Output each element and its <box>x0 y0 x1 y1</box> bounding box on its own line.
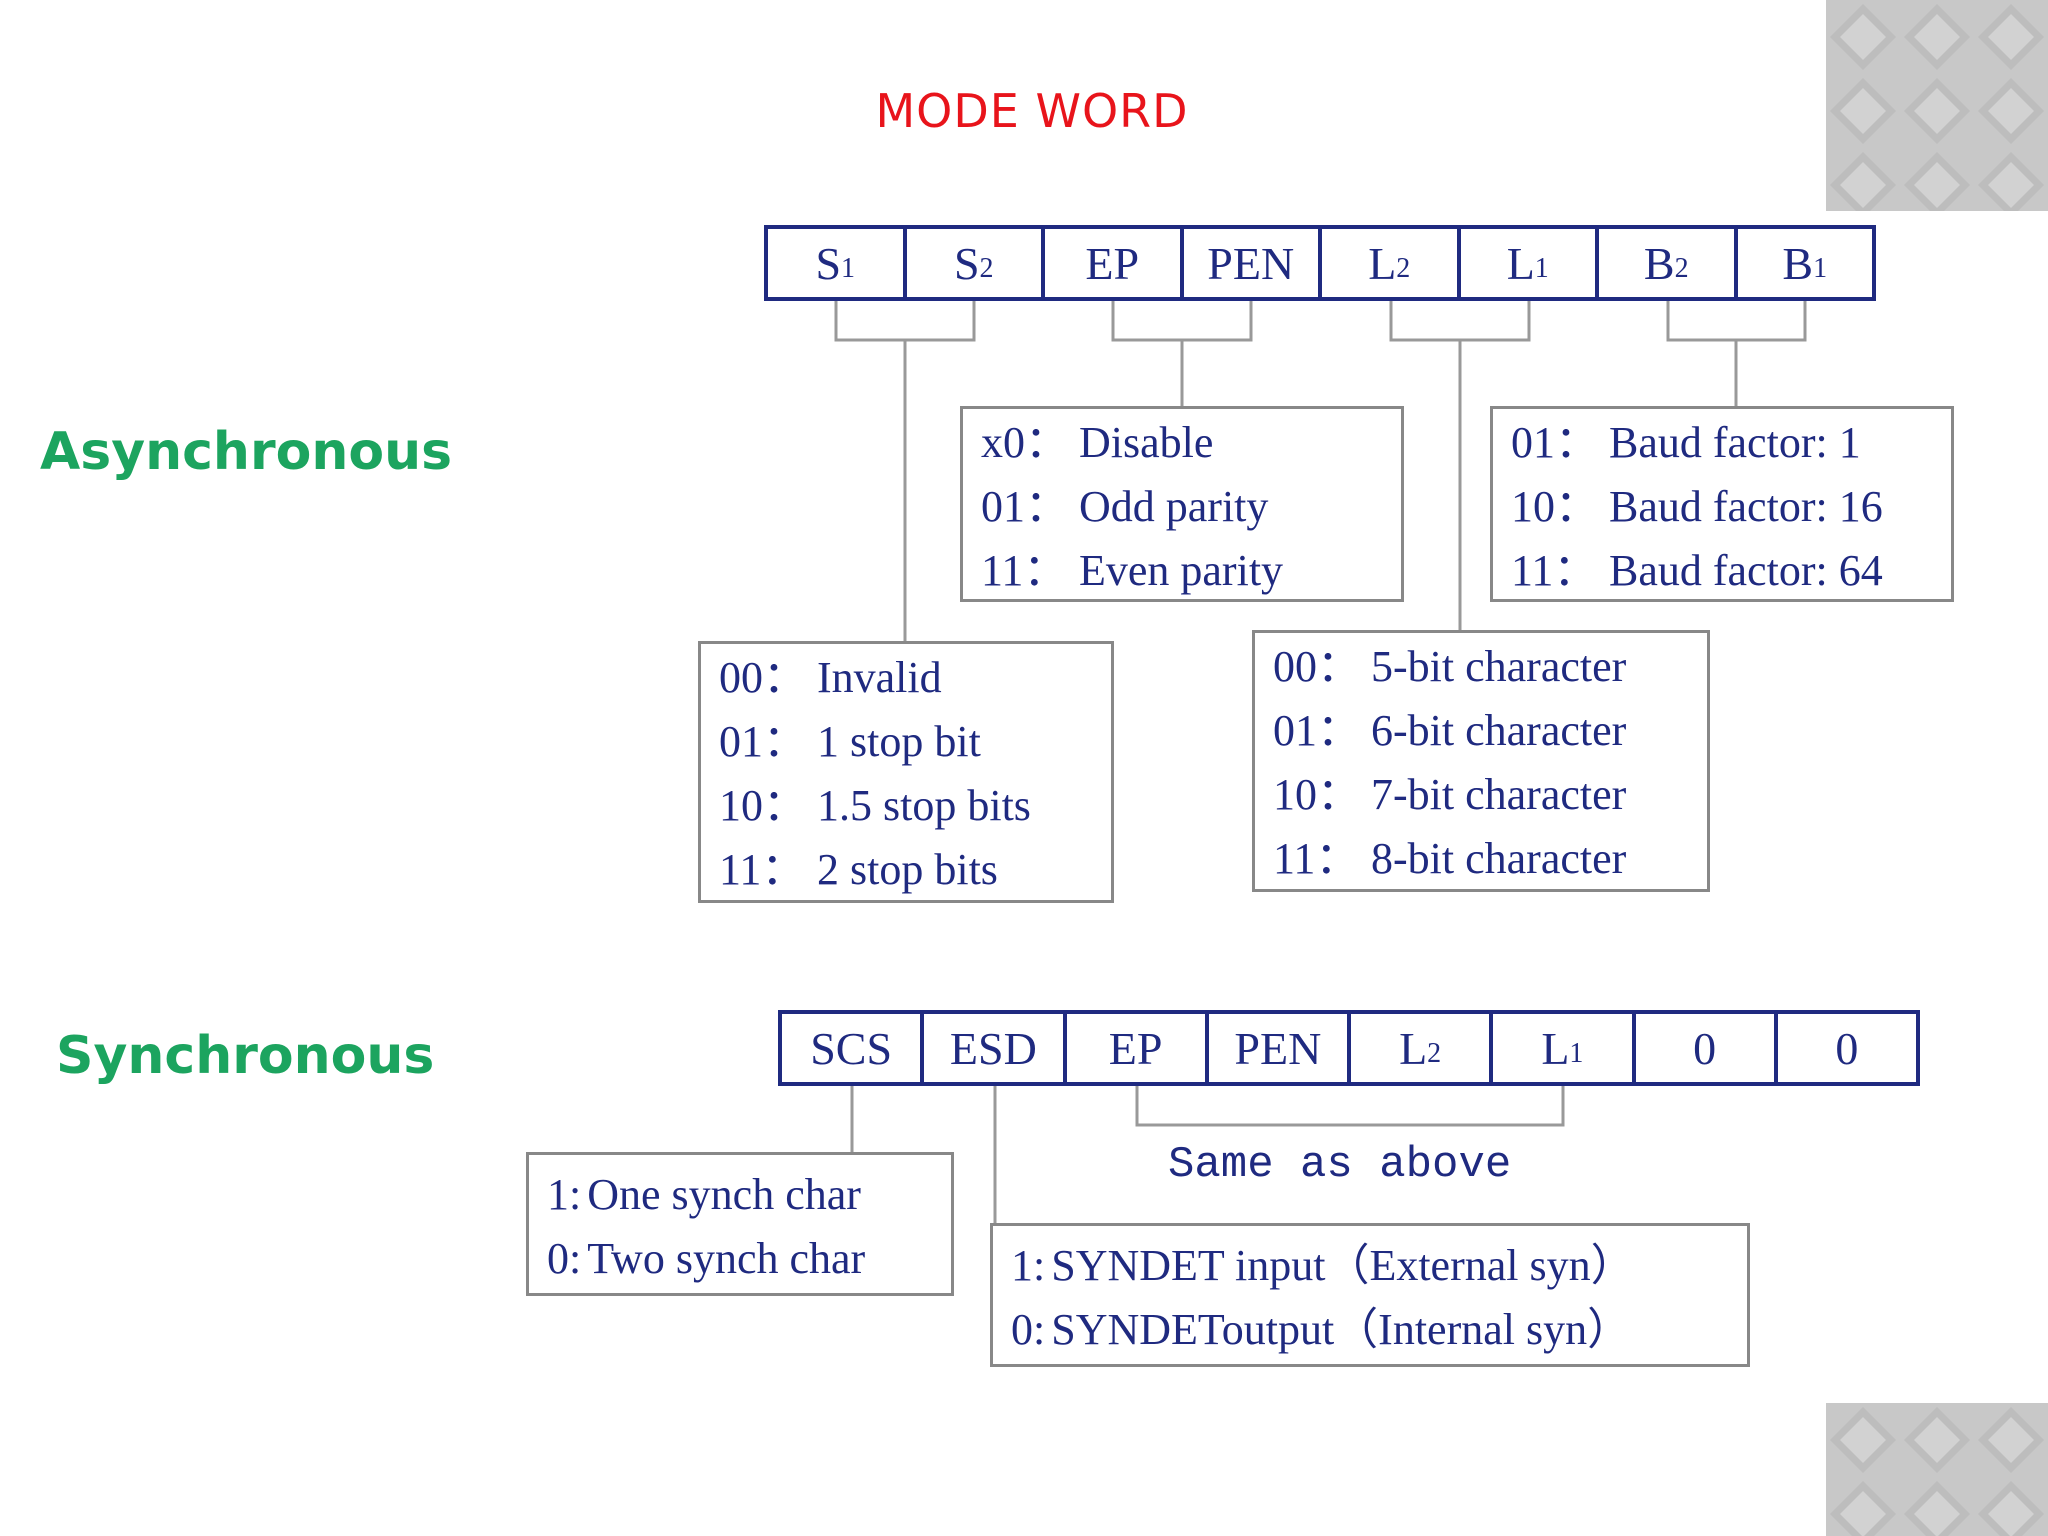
list-item: 0:Two synch char <box>547 1234 866 1283</box>
list-item: 00：5-bit character <box>1273 642 1627 691</box>
bit-zero: 0 <box>1636 1014 1778 1082</box>
bit-esd: ESD <box>924 1014 1067 1082</box>
bit-pen: PEN <box>1209 1014 1351 1082</box>
syndet-box: 1:SYNDET input（External syn） 0:SYNDETout… <box>990 1223 1750 1367</box>
synchronous-label: Synchronous <box>56 1026 435 1086</box>
synch-char-box: 1:One synch char 0:Two synch char <box>526 1152 954 1296</box>
list-item: 01：Baud factor: 1 <box>1511 418 1861 467</box>
list-item: x0：Disable <box>981 418 1214 467</box>
bit-zero: 0 <box>1835 1022 1859 1074</box>
baud-factor-box: 01：Baud factor: 1 10：Baud factor: 16 11：… <box>1490 406 1954 602</box>
list-item: 01：1 stop bit <box>719 717 981 766</box>
list-item: 11：8-bit character <box>1273 834 1627 883</box>
list-item: 1:SYNDET input（External syn） <box>1011 1241 1635 1290</box>
list-item: 01：6-bit character <box>1273 706 1627 755</box>
same-as-above-note: Same as above <box>1168 1140 1512 1190</box>
bit-ep: EP <box>1067 1014 1209 1082</box>
list-item: 01：Odd parity <box>981 482 1269 531</box>
bit-pen: PEN <box>1184 229 1322 297</box>
bit-ep: EP <box>1045 229 1184 297</box>
stop-bits-box: 00：Invalid 01：1 stop bit 10：1.5 stop bit… <box>698 641 1114 903</box>
list-item: 1:One synch char <box>547 1170 861 1219</box>
list-item: 00：Invalid <box>719 653 942 702</box>
slide-title: MODE WORD <box>875 84 1189 138</box>
parity-box: x0：Disable 01：Odd parity 11：Even parity <box>960 406 1404 602</box>
decorative-pattern-bottom <box>1826 1403 2048 1536</box>
list-item: 11：2 stop bits <box>719 845 998 894</box>
bit-scs: SCS <box>782 1014 925 1082</box>
list-item: 11：Baud factor: 64 <box>1511 546 1883 595</box>
list-item: 10：7-bit character <box>1273 770 1627 819</box>
character-length-box: 00：5-bit character 01：6-bit character 10… <box>1252 630 1710 892</box>
list-item: 10：1.5 stop bits <box>719 781 1031 830</box>
list-item: 0:SYNDEToutput（Internal syn） <box>1011 1305 1632 1354</box>
list-item: 10：Baud factor: 16 <box>1511 482 1883 531</box>
asynchronous-label: Asynchronous <box>40 422 453 482</box>
decorative-pattern-top <box>1826 0 2048 211</box>
list-item: 11：Even parity <box>981 546 1284 595</box>
